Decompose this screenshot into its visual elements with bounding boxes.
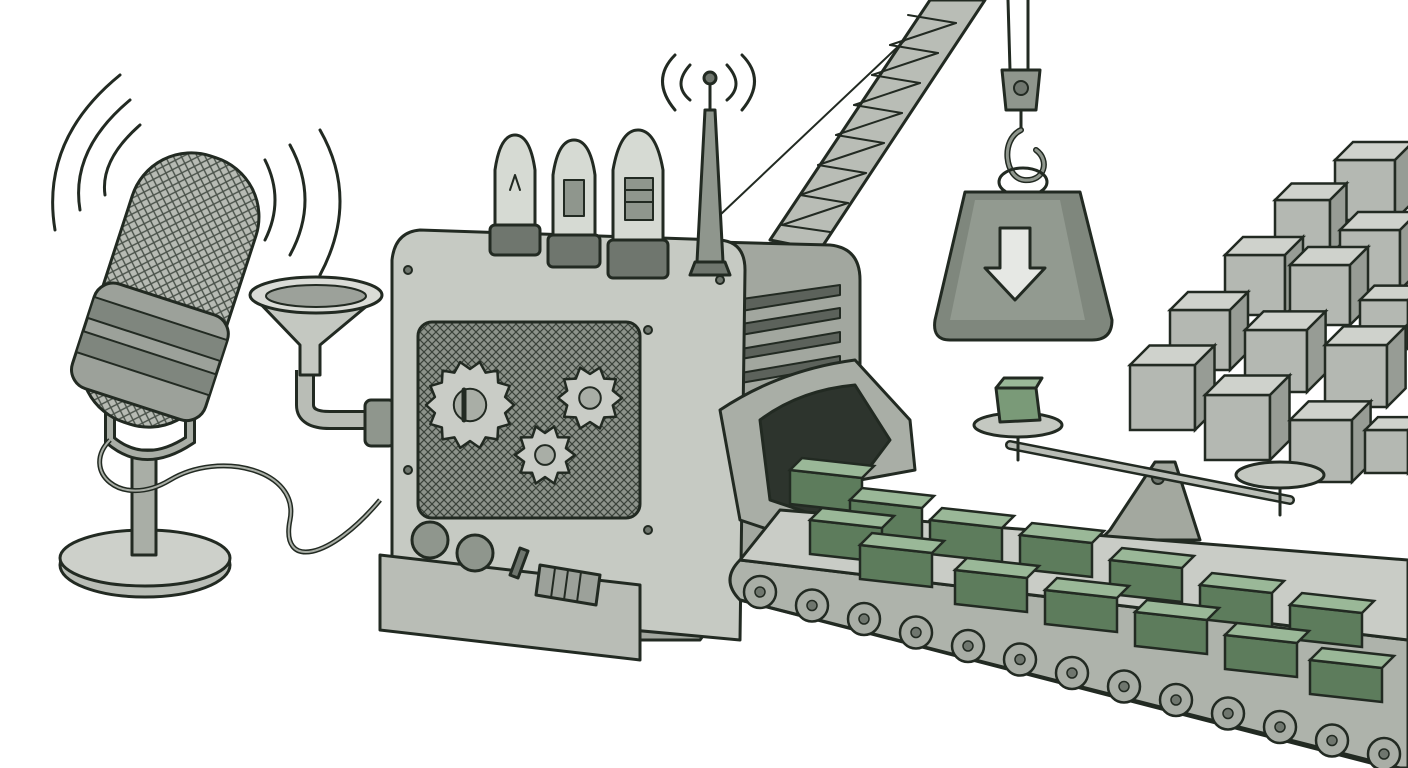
- crane-icon: [719, 0, 1047, 252]
- gear-icon: [424, 360, 624, 485]
- sound-wave-icon: [51, 53, 756, 277]
- conveyor-belt-icon: [728, 456, 1408, 768]
- antenna-icon: [688, 70, 732, 277]
- funnel-icon: [248, 275, 397, 448]
- arrow-down-icon: [983, 226, 1047, 302]
- scale-icon: [972, 376, 1326, 542]
- microphone-icon: [58, 151, 382, 599]
- cube-pile-icon: [1126, 140, 1408, 486]
- weight-icon: [933, 166, 1114, 342]
- vacuum-tube-icon: [488, 128, 670, 280]
